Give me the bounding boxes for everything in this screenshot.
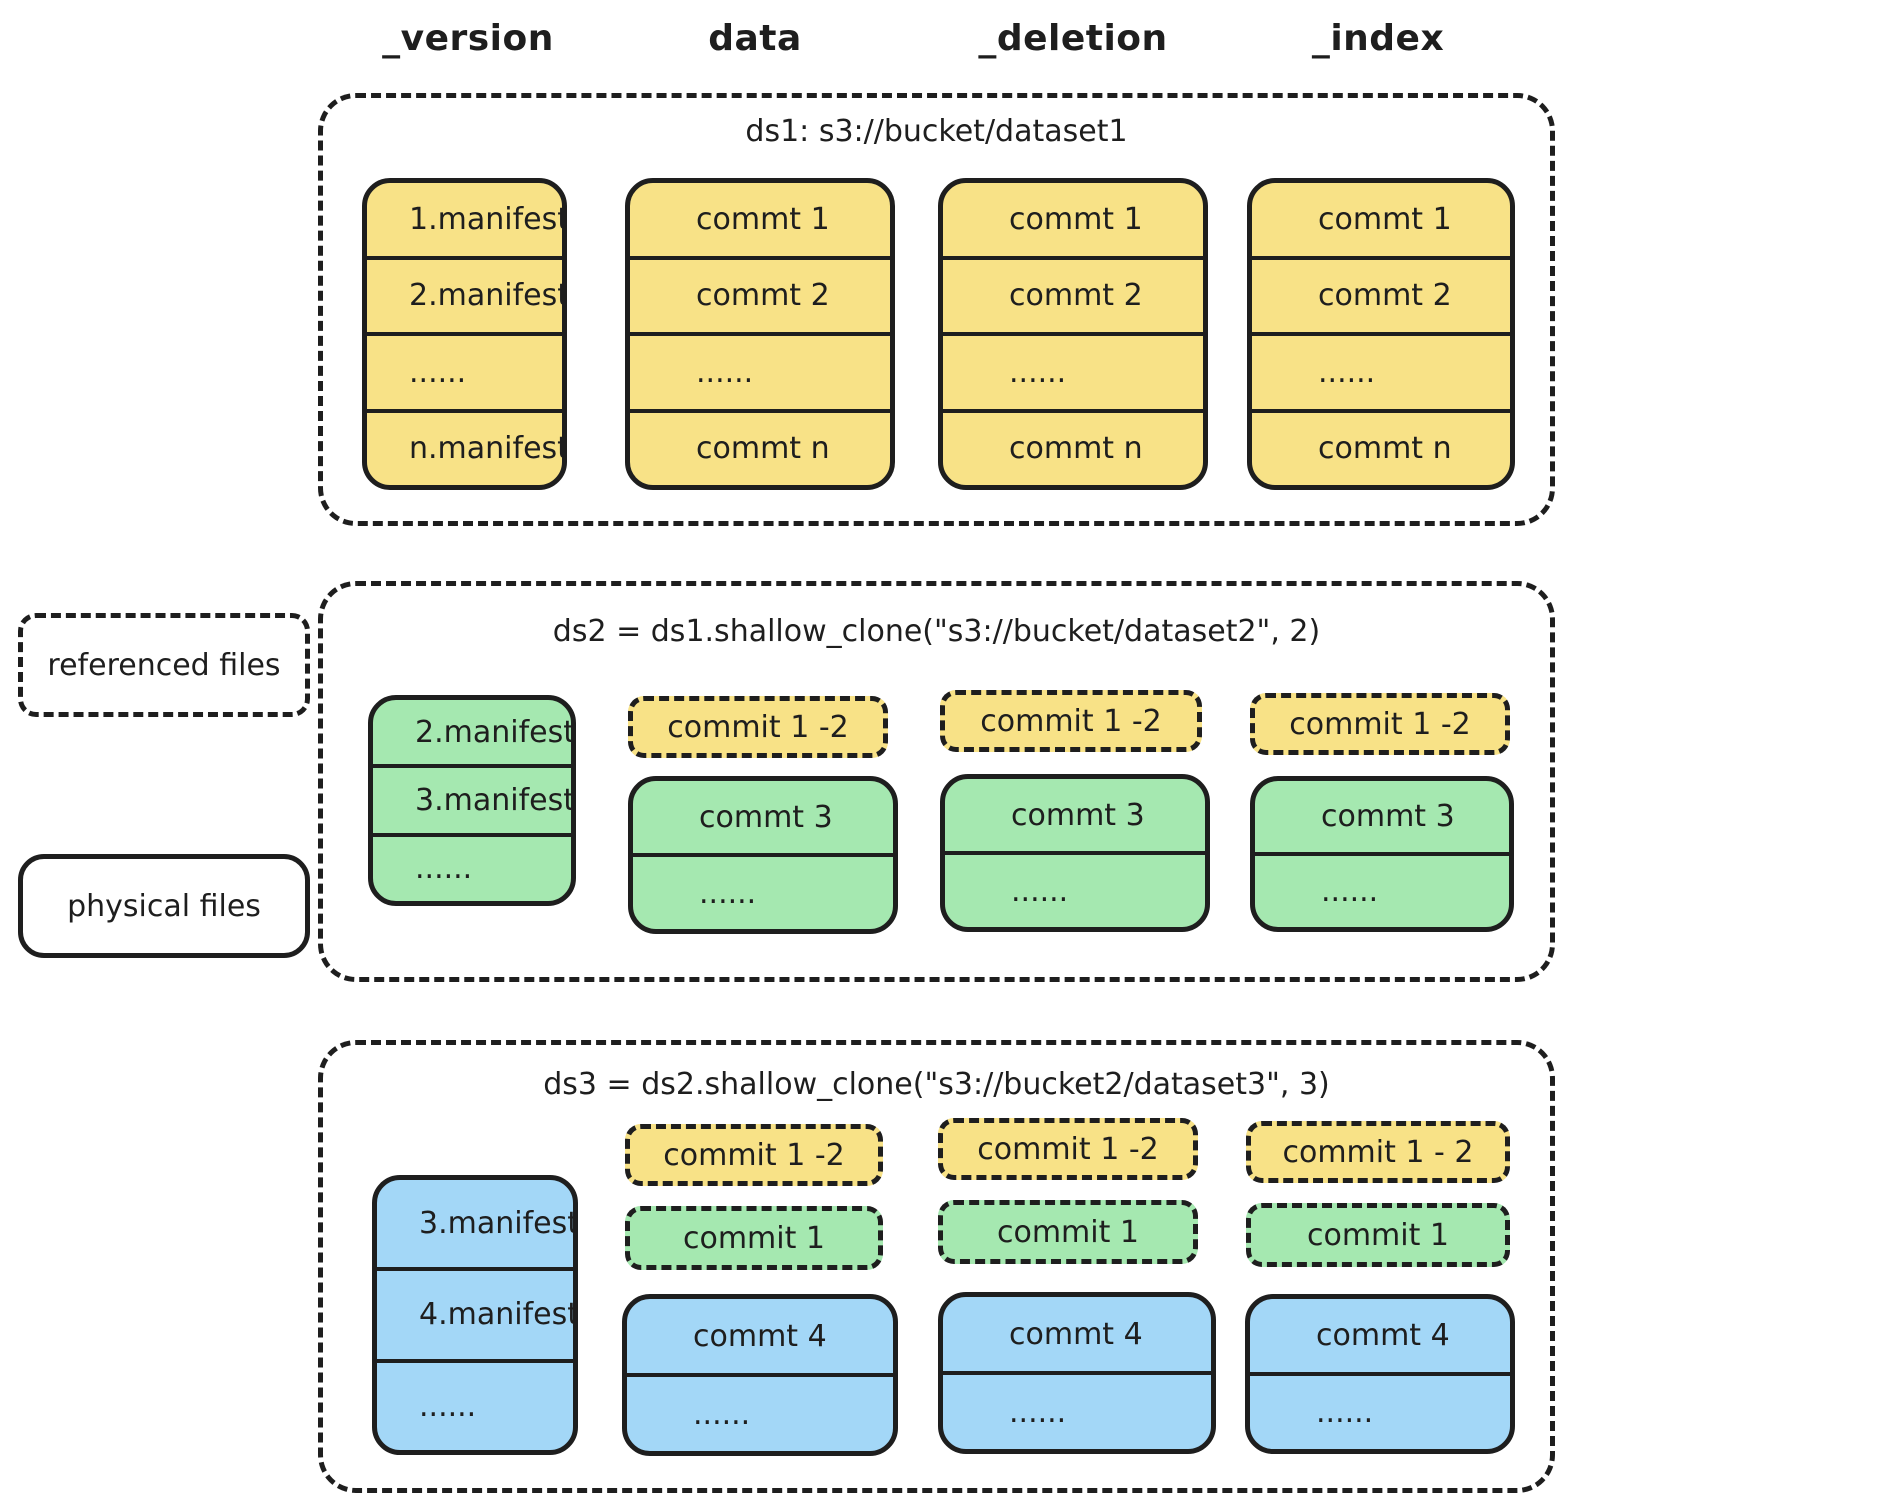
ds3-container: ds3 = ds2.shallow_clone("s3://bucket2/da…	[318, 1040, 1555, 1493]
ds3-index-ref-commit12-box: commit 1 - 2	[1246, 1121, 1510, 1183]
column-header-version: _version	[382, 18, 554, 59]
ds3-data-ref-commit1-box: commit 1	[625, 1206, 883, 1270]
column-header-index: _index	[1311, 18, 1445, 59]
ds3-version-box: 3.manifest 4.manifest ......	[372, 1175, 578, 1455]
ds1-title: ds1: s3://bucket/dataset1	[745, 114, 1128, 149]
box-row: commt 2	[1252, 255, 1510, 333]
box-row: ......	[1255, 852, 1509, 927]
box-row: ......	[630, 332, 890, 409]
box-row: commt 4	[1316, 1318, 1450, 1353]
box-row: 1.manifest	[409, 201, 567, 237]
box-row: commt 2	[943, 255, 1203, 333]
box-row: commt n	[943, 408, 1203, 486]
ds3-title: ds3 = ds2.shallow_clone("s3://bucket2/da…	[543, 1067, 1330, 1102]
ds2-deletion-box: commt 3 ......	[940, 774, 1210, 932]
box-row: commt 3	[699, 799, 833, 835]
ds2-data-box: commt 3 ......	[628, 776, 898, 934]
ds3-data-ref-commit12-box: commit 1 -2	[625, 1124, 883, 1186]
box-row: ......	[367, 332, 562, 409]
ds2-index-ref-box: commit 1 -2	[1250, 693, 1510, 755]
box-row: ......	[627, 1373, 893, 1451]
ds2-data-ref-box: commit 1 -2	[628, 696, 888, 758]
ds3-deletion-ref-commit12-box: commit 1 -2	[938, 1118, 1198, 1180]
ds1-index-box: commt 1 commt 2 ...... commt n	[1247, 178, 1515, 490]
column-header-deletion: _deletion	[978, 18, 1168, 59]
ds1-container: ds1: s3://bucket/dataset1	[318, 93, 1555, 526]
column-header-data: data	[708, 18, 802, 59]
ds3-index-box: commt 4 ......	[1245, 1294, 1515, 1454]
box-row: ......	[1250, 1372, 1510, 1449]
legend-referenced-files-box: referenced files	[18, 613, 310, 717]
box-row: ......	[945, 851, 1205, 927]
box-row: ......	[943, 332, 1203, 409]
box-row: 2.manifest	[415, 714, 575, 750]
ds2-container: ds2 = ds1.shallow_clone("s3://bucket/dat…	[318, 581, 1555, 982]
box-row: commt 1	[1009, 201, 1143, 237]
ds3-deletion-box: commt 4 ......	[938, 1292, 1216, 1454]
box-row: ......	[373, 832, 571, 901]
ds1-data-box: commt 1 commt 2 ...... commt n	[625, 178, 895, 490]
box-row: commt 1	[1318, 201, 1452, 237]
box-row: ......	[1252, 332, 1510, 409]
box-row: 2.manifest	[367, 255, 562, 333]
box-row: commt n	[1252, 408, 1510, 486]
ds3-deletion-ref-commit1-box: commit 1	[938, 1200, 1198, 1264]
ds3-data-box: commt 4 ......	[622, 1294, 898, 1456]
box-row: ......	[633, 853, 893, 929]
box-row: commt 1	[696, 201, 830, 237]
box-row: 3.manifest	[419, 1206, 578, 1242]
ds3-index-ref-commit1-box: commit 1	[1246, 1203, 1510, 1267]
ds2-version-box: 2.manifest 3.manifest ......	[368, 695, 576, 906]
box-row: ......	[943, 1371, 1211, 1449]
box-row: 4.manifest	[377, 1267, 573, 1358]
box-row: ......	[377, 1358, 573, 1450]
ds1-deletion-box: commt 1 commt 2 ...... commt n	[938, 178, 1208, 490]
ds2-deletion-ref-box: commit 1 -2	[940, 690, 1202, 752]
box-row: n.manifest	[367, 408, 562, 486]
box-row: commt 3	[1011, 797, 1145, 833]
ds1-version-box: 1.manifest 2.manifest ...... n.manifest	[362, 178, 567, 490]
box-row: commt n	[630, 408, 890, 486]
box-row: 3.manifest	[373, 764, 571, 832]
box-row: commt 2	[630, 255, 890, 333]
ds2-title: ds2 = ds1.shallow_clone("s3://bucket/dat…	[552, 614, 1321, 649]
box-row: commt 4	[693, 1318, 827, 1354]
box-row: commt 3	[1321, 799, 1455, 834]
ds2-index-box: commt 3 ......	[1250, 776, 1514, 932]
box-row: commt 4	[1009, 1316, 1143, 1352]
legend-physical-files-box: physical files	[18, 854, 310, 958]
